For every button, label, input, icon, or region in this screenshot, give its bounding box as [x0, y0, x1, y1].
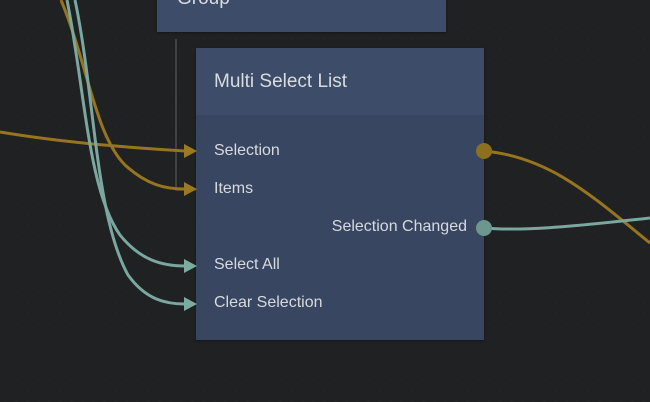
port-row-select-all: Select All [196, 246, 484, 284]
port-rows: Selection Items Selection Changed Select… [196, 115, 484, 322]
input-pin-selection-arrow-icon[interactable] [184, 144, 197, 158]
wire-teal-selection-changed-out[interactable] [483, 216, 650, 231]
node-group[interactable]: Group [157, 0, 446, 32]
node-title: Multi Select List [214, 71, 348, 92]
output-pin-selection-changed-dot-icon[interactable] [476, 220, 492, 236]
port-label-selection: Selection [214, 142, 280, 159]
port-row-selection-changed: Selection Changed [196, 208, 484, 246]
wire-teal-select-all[interactable] [65, 0, 186, 268]
input-pin-select-all-arrow-icon[interactable] [184, 259, 197, 273]
node-multi-select-list[interactable]: Multi Select List Selection Items Select… [196, 48, 484, 340]
port-row-items: Items [196, 170, 484, 208]
input-pin-items-arrow-icon[interactable] [184, 182, 197, 196]
wire-gold-selection[interactable] [0, 130, 186, 153]
port-label-select-all: Select All [214, 256, 280, 273]
port-row-clear-selection: Clear Selection [196, 284, 484, 322]
node-group-title: Group [177, 0, 230, 9]
wire-gold-items[interactable] [59, 0, 186, 191]
wire-gold-selection-out[interactable] [483, 149, 650, 245]
port-label-items: Items [214, 180, 254, 197]
input-pin-clear-selection-arrow-icon[interactable] [184, 297, 197, 311]
port-label-selection-changed: Selection Changed [331, 218, 467, 235]
port-label-clear-selection: Clear Selection [214, 294, 323, 311]
wire-teal-clear-selection[interactable] [73, 0, 186, 306]
output-pin-selection-dot-icon[interactable] [476, 143, 492, 159]
node-title-bar[interactable]: Multi Select List [196, 48, 484, 115]
port-row-selection: Selection [196, 132, 484, 170]
